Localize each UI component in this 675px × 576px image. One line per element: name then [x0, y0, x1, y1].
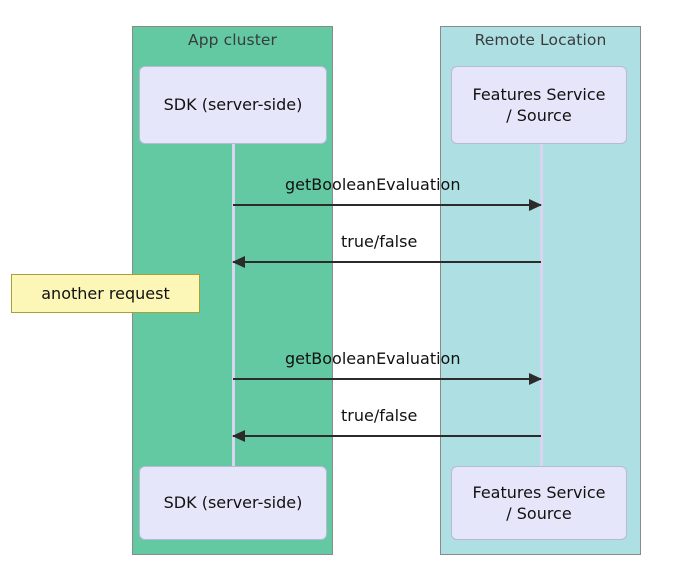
participant-sdk-bottom[interactable]: SDK (server-side): [139, 466, 327, 540]
message-arrow-call-2: [233, 373, 542, 385]
note-another-request: another request: [11, 274, 200, 313]
message-arrow-call-1: [233, 199, 542, 211]
participant-features-service-top[interactable]: Features Service / Source: [451, 66, 627, 144]
lifeline-sdk: [232, 143, 235, 467]
group-remote-location-title: Remote Location: [474, 31, 607, 49]
participant-sdk-top[interactable]: SDK (server-side): [139, 66, 327, 144]
message-label-return-2: true/false: [341, 406, 418, 425]
arrowhead-right-icon: [529, 373, 542, 385]
participant-features-service-bottom[interactable]: Features Service / Source: [451, 466, 627, 540]
lifeline-features-service: [540, 143, 543, 467]
group-app-cluster-title: App cluster: [187, 31, 278, 49]
message-arrow-return-2: [232, 430, 541, 442]
arrowhead-left-icon: [232, 256, 245, 268]
message-label-return-1: true/false: [341, 232, 418, 251]
arrowhead-right-icon: [529, 199, 542, 211]
message-label-call-2: getBooleanEvaluation: [285, 349, 461, 368]
arrowhead-left-icon: [232, 430, 245, 442]
message-arrow-return-1: [232, 256, 541, 268]
message-label-call-1: getBooleanEvaluation: [285, 175, 461, 194]
